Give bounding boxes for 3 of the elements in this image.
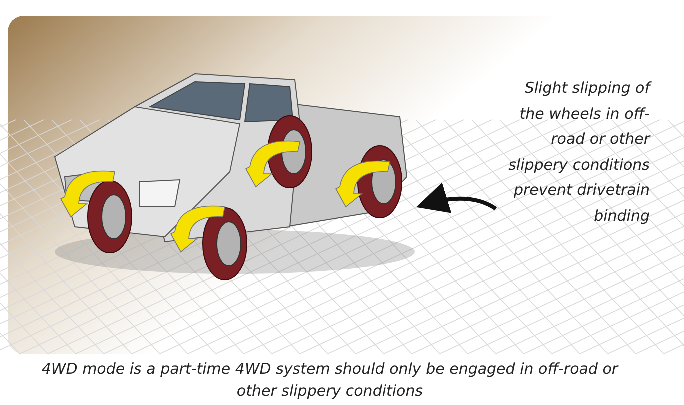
- curved-arrow: [416, 183, 498, 214]
- callout-text: Slight slipping of the wheels in off-road or other slippery conditions prevent drivetrain binding: [500, 76, 650, 229]
- caption: 4WD mode is a part-time 4WD system should only be engaged in off-road or other slippery conditions: [40, 359, 620, 402]
